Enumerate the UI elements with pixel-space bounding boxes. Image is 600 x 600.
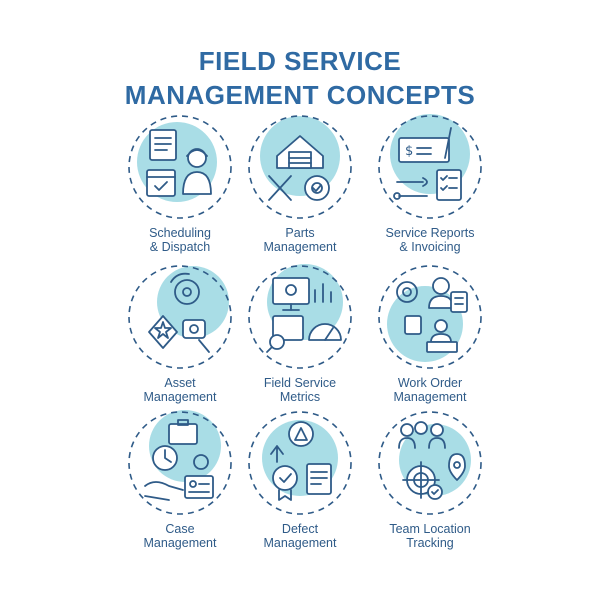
concept-label: Defect Management [263, 522, 337, 550]
defect-management-icon [248, 411, 352, 515]
concept-label: Service Reports & Invoicing [385, 226, 475, 254]
title-line-2: MANAGEMENT CONCEPTS [124, 80, 476, 110]
concept-field-service-metrics: Field Service Metrics [215, 262, 385, 404]
concept-label: Case Management [143, 522, 217, 550]
team-location-tracking-icon [378, 411, 482, 515]
concept-asset-management: Asset Management [95, 262, 265, 404]
work-order-management-icon [378, 265, 482, 369]
parts-management-icon [248, 115, 352, 219]
title-line-1: FIELD SERVICE [198, 46, 402, 76]
concept-label: Parts Management [263, 226, 337, 254]
concept-case-management: Case Management [95, 408, 265, 550]
concept-label: Scheduling & Dispatch [149, 226, 211, 254]
concept-service-reports: $ Service Reports & Invoicing [345, 112, 515, 254]
svg-text:$: $ [405, 144, 413, 159]
field-service-metrics-icon [248, 264, 352, 369]
concept-label: Field Service Metrics [263, 376, 337, 404]
concept-defect-management: Defect Management [215, 408, 385, 550]
concept-label: Team Location Tracking [389, 522, 471, 550]
concept-label: Work Order Management [393, 376, 467, 404]
concept-label: Asset Management [143, 376, 217, 404]
concept-parts-management: Parts Management [215, 112, 385, 254]
scheduling-dispatch-icon [128, 115, 232, 219]
page-title: FIELD SERVICE MANAGEMENT CONCEPTS [0, 44, 600, 112]
case-management-icon [128, 410, 232, 515]
concept-team-location-tracking: Team Location Tracking [345, 408, 515, 550]
concept-work-order-management: Work Order Management [345, 262, 515, 404]
service-reports-invoicing-icon: $ [378, 114, 482, 219]
asset-management-icon [128, 265, 232, 369]
concept-scheduling-dispatch: Scheduling & Dispatch [95, 112, 265, 254]
